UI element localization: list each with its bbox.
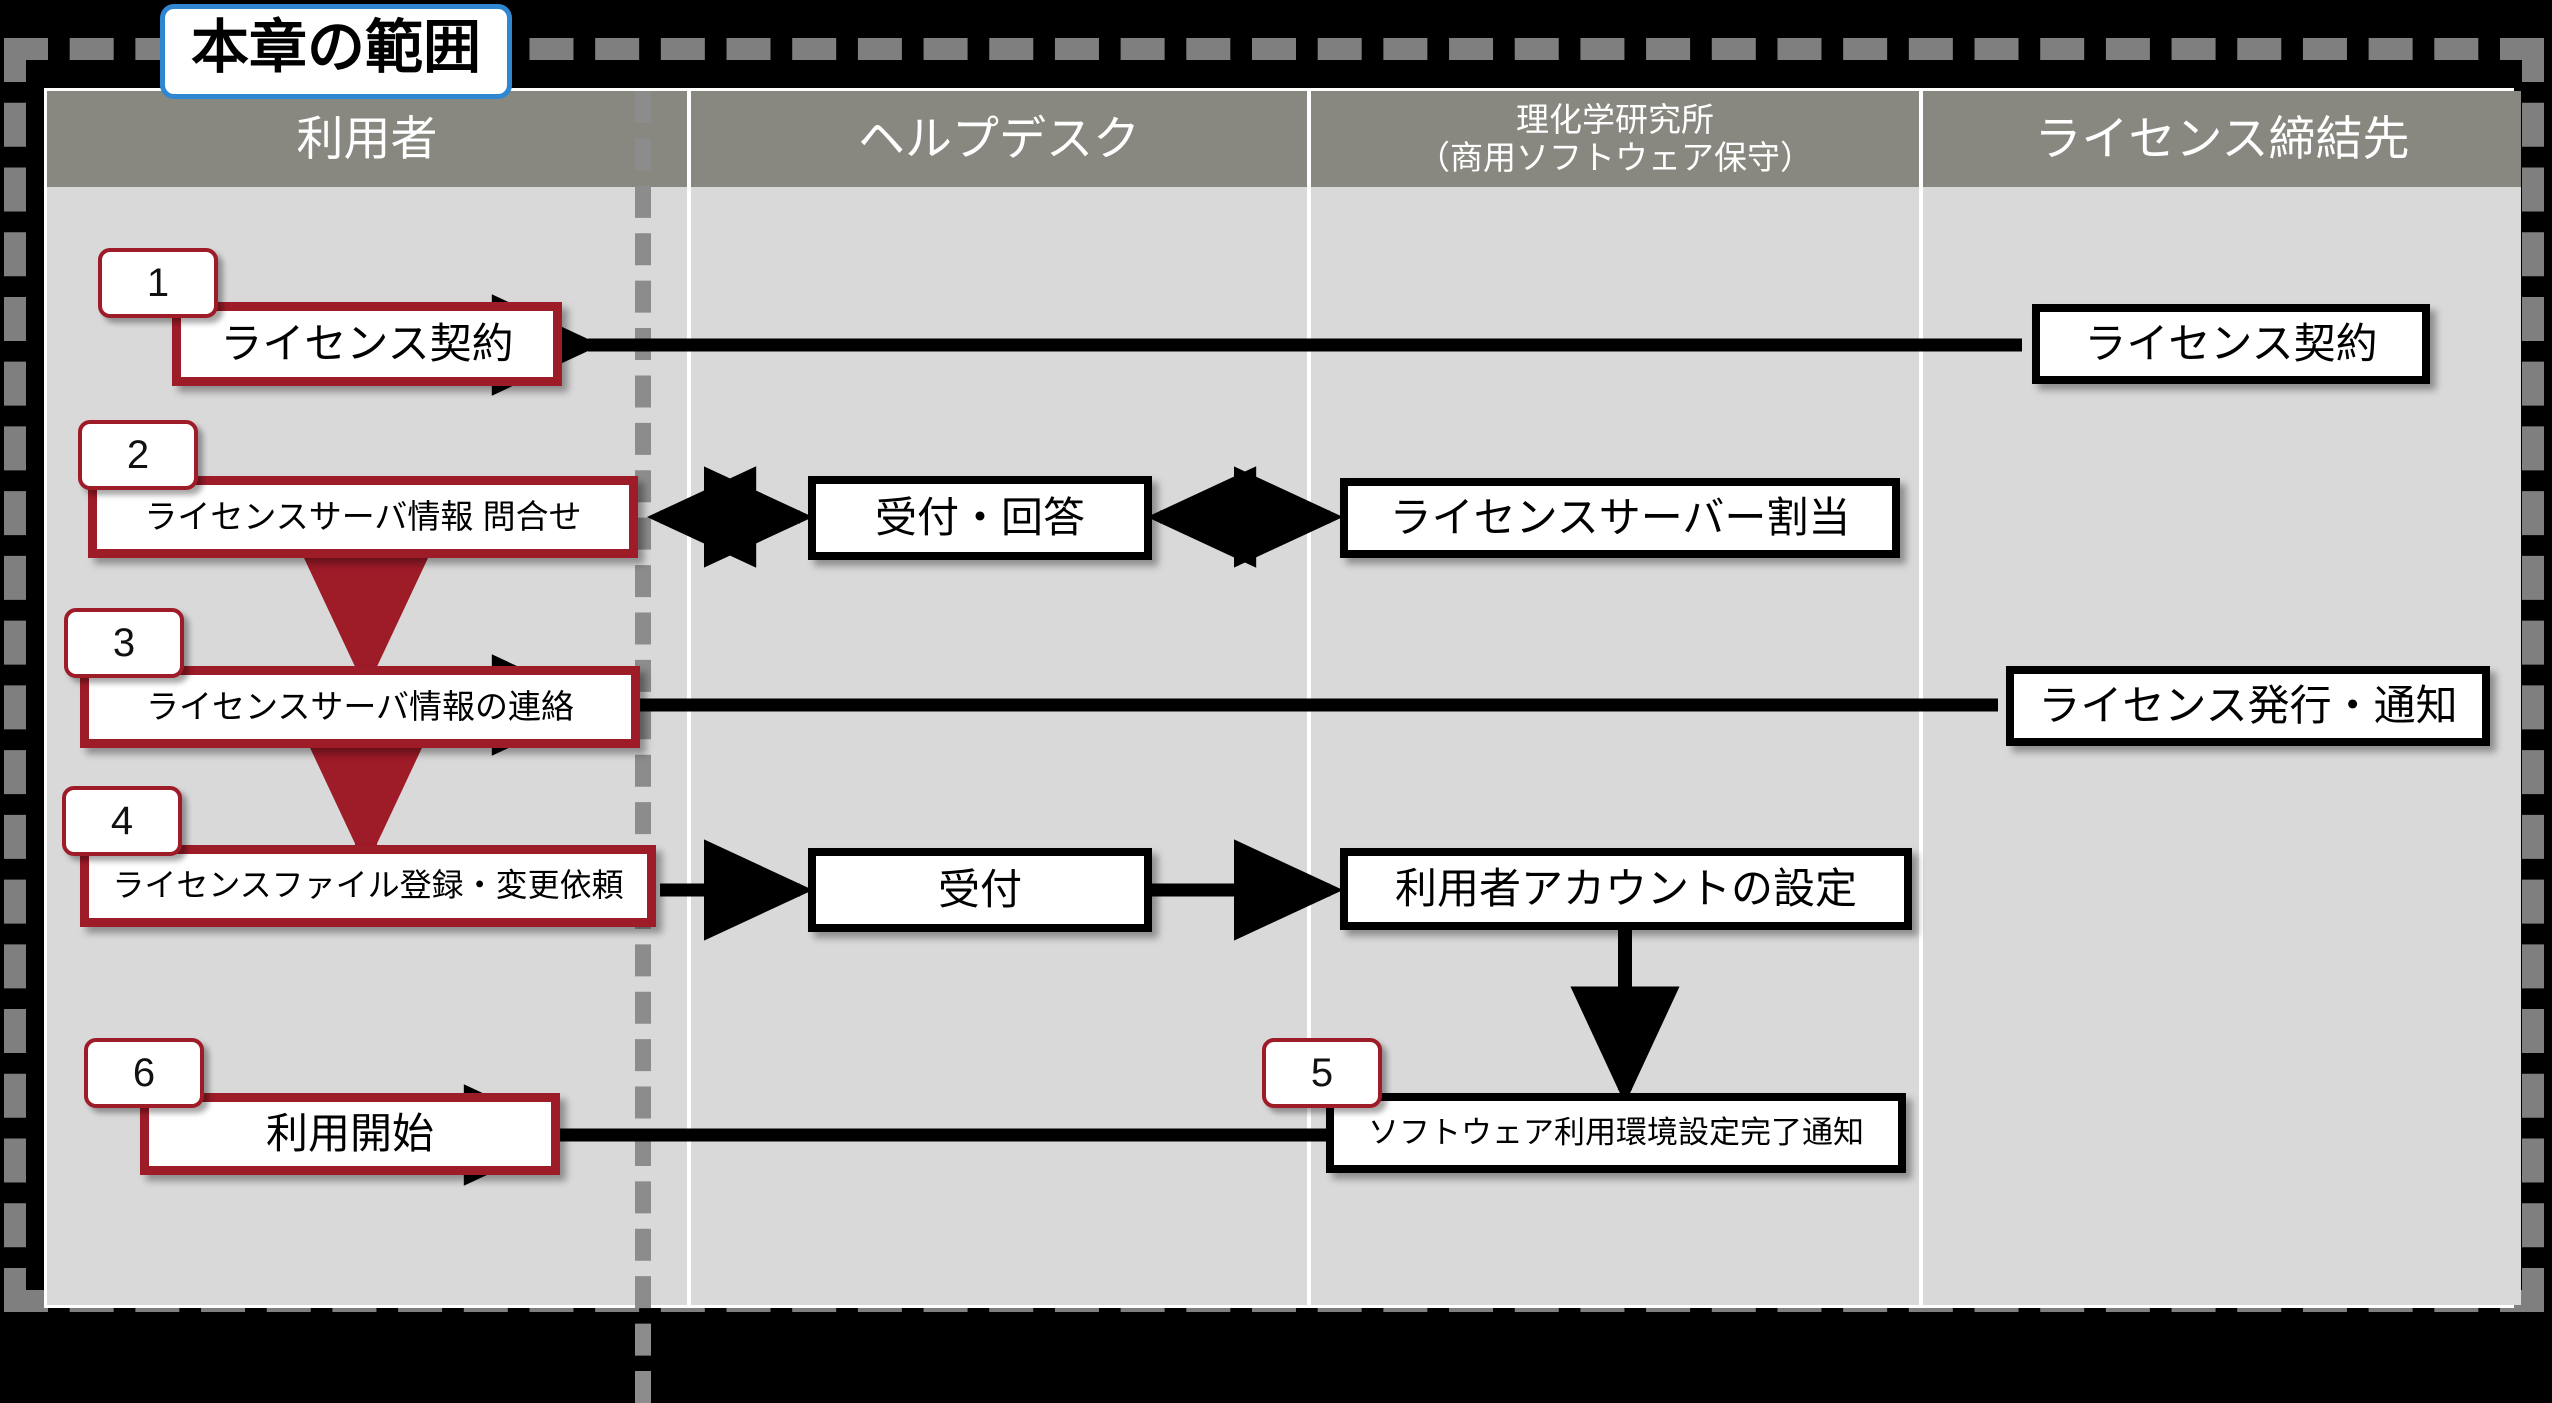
node-reception-answer-label: 受付・回答 (874, 493, 1085, 541)
node-license-server-info-notice[interactable]: ライセンスサーバ情報の連絡 (80, 666, 640, 748)
node-env-setup-complete-notice-label: ソフトウェア利用環境設定完了通知 (1368, 1114, 1864, 1150)
step-badge-6: 6 (84, 1038, 204, 1108)
lane-header-riken-line1: 理化学研究所 (1516, 101, 1714, 139)
node-user-account-setup[interactable]: 利用者アカウントの設定 (1340, 848, 1912, 930)
scope-title-badge: 本章の範囲 (160, 4, 513, 99)
node-reception-answer[interactable]: 受付・回答 (808, 476, 1152, 560)
lane-header-helpdesk: ヘルプデスク (691, 91, 1307, 187)
node-license-file-register-label: ライセンスファイル登録・変更依頼 (112, 867, 624, 904)
diagram-root: 利用者 ヘルプデスク 理化学研究所 （商用ソフトウェア保守） ライセンス締結先 (4, 4, 2544, 1403)
lane-header-user: 利用者 (47, 91, 687, 187)
step-badge-3-label: 3 (112, 620, 136, 665)
node-env-setup-complete-notice[interactable]: ソフトウェア利用環境設定完了通知 (1326, 1093, 1906, 1173)
step-badge-5-label: 5 (1310, 1050, 1334, 1095)
lane-header-helpdesk-label: ヘルプデスク (858, 111, 1140, 165)
node-license-server-assign[interactable]: ライセンスサーバー割当 (1340, 478, 1900, 558)
node-user-account-setup-label: 利用者アカウントの設定 (1394, 864, 1857, 912)
lane-helpdesk (691, 187, 1307, 1305)
step-badge-2: 2 (78, 420, 198, 490)
lane-header-riken-line2: （商用ソフトウェア保守） (1417, 139, 1813, 176)
node-license-contract-licensor-label: ライセンス契約 (2084, 319, 2378, 367)
node-reception-label: 受付 (937, 865, 1022, 913)
node-license-issue-notice[interactable]: ライセンス発行・通知 (2006, 666, 2490, 746)
node-reception[interactable]: 受付 (808, 848, 1152, 932)
scope-vertical-dashed-divider (635, 91, 651, 1403)
step-badge-3: 3 (64, 608, 184, 678)
step-badge-1-label: 1 (146, 260, 170, 305)
node-license-server-inquiry-label: ライセンスサーバ情報 問合せ (144, 497, 582, 535)
node-start-usage-label: 利用開始 (265, 1109, 434, 1157)
node-license-contract-licensor[interactable]: ライセンス契約 (2032, 304, 2430, 384)
lane-header-riken: 理化学研究所 （商用ソフトウェア保守） (1311, 91, 1919, 187)
node-license-issue-notice-label: ライセンス発行・通知 (2038, 681, 2458, 729)
step-badge-1: 1 (98, 248, 218, 318)
node-license-server-assign-label: ライセンスサーバー割当 (1389, 493, 1851, 541)
node-license-server-info-notice-label: ライセンスサーバ情報の連絡 (145, 687, 574, 725)
lane-header-licensor-label: ライセンス締結先 (2034, 111, 2410, 165)
lane-header-riken-lines: 理化学研究所 （商用ソフトウェア保守） (1417, 101, 1813, 177)
node-start-usage[interactable]: 利用開始 (140, 1093, 560, 1175)
step-badge-5: 5 (1262, 1038, 1382, 1108)
step-badge-4: 4 (62, 786, 182, 856)
lane-header-row: 利用者 ヘルプデスク 理化学研究所 （商用ソフトウェア保守） ライセンス締結先 (47, 91, 2521, 187)
lane-header-user-label: 利用者 (296, 111, 438, 165)
step-badge-4-label: 4 (110, 798, 134, 843)
step-badge-2-label: 2 (126, 432, 150, 477)
lane-header-licensor: ライセンス締結先 (1923, 91, 2521, 187)
step-badge-6-label: 6 (132, 1050, 156, 1095)
node-license-file-register[interactable]: ライセンスファイル登録・変更依頼 (80, 845, 656, 927)
scope-title-label: 本章の範囲 (191, 15, 482, 80)
node-license-contract-user-label: ライセンス契約 (220, 319, 514, 367)
node-license-contract-user[interactable]: ライセンス契約 (172, 302, 562, 386)
